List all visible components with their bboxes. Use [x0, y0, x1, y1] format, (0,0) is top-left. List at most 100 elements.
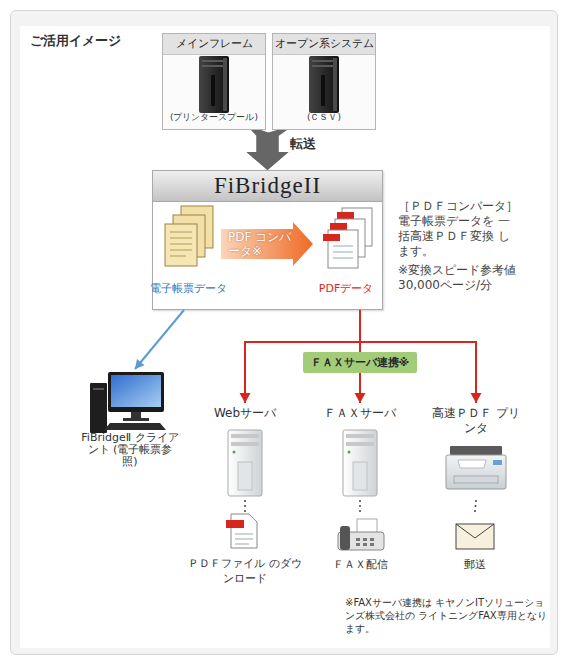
- server-icon: [211, 75, 215, 106]
- transfer-arrow: [257, 136, 279, 152]
- document-stack-icon: [165, 206, 213, 266]
- connector: [135, 310, 184, 369]
- server-icon: [202, 60, 226, 62]
- server-icon: [199, 56, 229, 113]
- envelope-flap: [456, 524, 494, 538]
- document-line: [235, 534, 253, 535]
- node-text: 電子帳票データ: [148, 281, 229, 296]
- server-icon: [238, 462, 252, 490]
- connector-line: [135, 310, 184, 369]
- server-icon: [228, 430, 262, 496]
- server-icon: [333, 58, 337, 111]
- transfer-arrow: [257, 130, 288, 136]
- arrow-head: [471, 393, 482, 403]
- transfer-arrow: [247, 152, 289, 170]
- edge-label: 転送: [290, 135, 316, 153]
- computer-screen: [111, 375, 161, 407]
- fax-key: [363, 538, 367, 541]
- note-text: ※変換スピード参考値 30,000ページ/分: [398, 263, 524, 293]
- node-text: ＦＡＸサーバ: [310, 406, 410, 421]
- connector: [245, 500, 246, 512]
- document-line: [235, 539, 253, 540]
- server-icon: [312, 60, 336, 62]
- fax-key: [363, 543, 367, 546]
- computer-keyboard: [104, 423, 166, 430]
- document-line: [170, 232, 192, 233]
- node-text: FiBridgeII: [153, 171, 382, 202]
- note-text: 電子帳票データを 一括高速ＰＤＦ変換 します。: [398, 214, 516, 259]
- document-line: [235, 544, 249, 545]
- printer-lid: [450, 446, 502, 455]
- note-text: ※FAXサーバ連携は キヤノンITソリューションズ株式会社の ライトニングFAX…: [345, 596, 550, 635]
- note-text: ［ＰＤＦコンバータ］: [398, 199, 533, 214]
- arrow-head: [240, 393, 251, 403]
- server-icon: [202, 65, 226, 67]
- dotted-line: [244, 500, 246, 512]
- fax-key: [356, 543, 360, 546]
- document-line: [333, 246, 353, 247]
- document-line: [170, 250, 192, 251]
- document-line: [170, 256, 186, 257]
- connector: [475, 500, 476, 512]
- pdf-tag: [337, 212, 354, 219]
- node-text: ＰＤＦファイル のダウンロード: [185, 556, 305, 586]
- printer-drawer: [454, 476, 498, 483]
- server-light: [348, 451, 351, 454]
- server-icon: [309, 56, 339, 113]
- connector: [247, 130, 289, 170]
- server-icon: [199, 56, 229, 113]
- diagram-title: ご活用イメージ: [30, 32, 121, 50]
- connector: [221, 222, 313, 266]
- edge-label: PDF コンバータ※: [228, 230, 296, 258]
- server-icon: [228, 430, 262, 496]
- fax-key: [370, 543, 374, 546]
- pdf-tag: [323, 234, 340, 241]
- node-text: ＦＡＸ配信: [300, 557, 420, 572]
- node-text: メインフレーム: [163, 34, 265, 55]
- fax-key: [356, 538, 360, 541]
- server-light: [233, 451, 236, 454]
- server-icon: [309, 56, 339, 113]
- printer-icon: [446, 446, 506, 489]
- printer-panel: [493, 460, 502, 465]
- transfer-arrow: [257, 136, 279, 152]
- arrow-head: [355, 393, 366, 403]
- server-icon: [231, 442, 259, 446]
- node-text: 高速ＰＤＦ プリンタ: [432, 406, 520, 436]
- server-icon: [343, 430, 377, 496]
- server-icon: [231, 434, 259, 438]
- arrow-head: [135, 359, 145, 369]
- server-icon: [343, 430, 377, 496]
- fax-key: [370, 538, 374, 541]
- computer-tower: [93, 388, 104, 390]
- edge-label: ＦＡＸサーバ連携※: [303, 352, 418, 373]
- envelope-icon: [456, 524, 494, 549]
- converter-arrow: [221, 222, 313, 266]
- transfer-arrow: [247, 152, 289, 170]
- fax-handset: [340, 526, 350, 550]
- dotted-line: [475, 500, 476, 512]
- server-icon: [223, 58, 227, 111]
- pdf-stack-icon: [323, 208, 372, 268]
- fax-paper: [357, 519, 377, 533]
- node-text: Webサーバ: [195, 406, 295, 421]
- node-text: オープン系システム: [273, 34, 375, 55]
- document-line: [170, 244, 192, 245]
- pdf-tag: [330, 223, 347, 230]
- computer-icon: [90, 372, 166, 433]
- server-icon: [353, 462, 367, 490]
- printer-body: [446, 455, 506, 489]
- node-text: PDFデータ: [305, 281, 387, 296]
- connector: [247, 130, 289, 170]
- node-text: 郵送: [415, 557, 535, 572]
- pdf-file-icon: [231, 514, 257, 548]
- computer-stand: [123, 418, 149, 421]
- envelope-icon: [456, 524, 494, 549]
- computer-monitor: [108, 372, 164, 412]
- computer-stand: [131, 412, 141, 418]
- printer-paper: [458, 460, 486, 468]
